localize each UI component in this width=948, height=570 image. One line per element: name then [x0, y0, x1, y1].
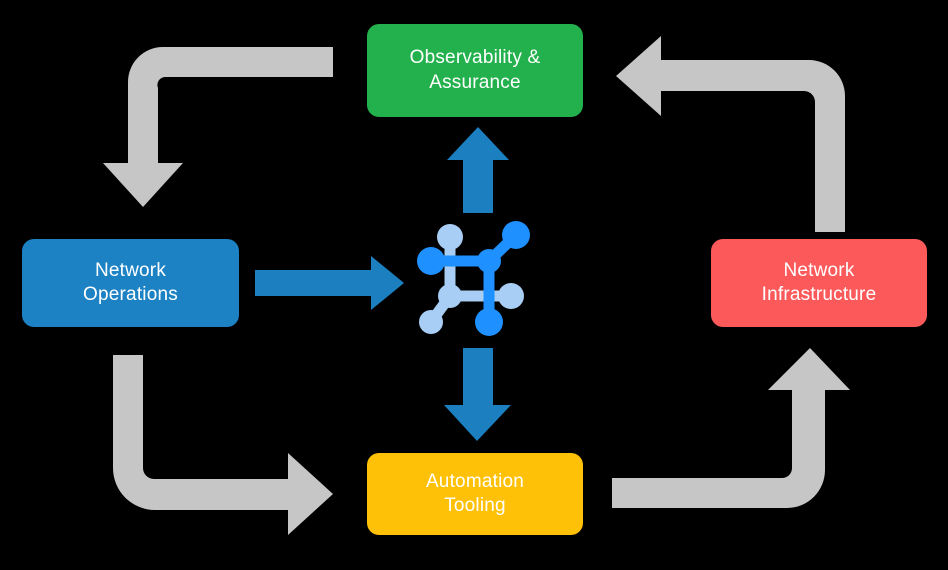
- arrow-operations-to-center: [255, 256, 404, 310]
- arrow-observability-to-operations: [103, 47, 333, 207]
- node-automation-tooling[interactable]: Automation Tooling: [367, 453, 583, 535]
- network-topology-icon: [417, 221, 530, 336]
- node-automation-tooling-label: Automation Tooling: [425, 470, 525, 516]
- arrow-center-to-observability: [447, 127, 509, 213]
- node-network-operations[interactable]: Network Operations: [22, 239, 239, 327]
- arrow-automation-to-infrastructure: [612, 348, 850, 508]
- arrow-center-to-automation: [444, 348, 511, 441]
- node-network-operations-label: Network Operations: [83, 259, 178, 305]
- topology-nodes-secondary: [419, 224, 524, 334]
- topology-nodes-primary: [417, 221, 530, 336]
- arrow-infrastructure-to-observability: [616, 36, 845, 232]
- node-network-infrastructure[interactable]: Network Infrastructure: [711, 239, 927, 327]
- arrow-operations-to-automation: [113, 355, 333, 535]
- node-observability-assurance[interactable]: Observability & Assurance: [367, 24, 583, 117]
- node-observability-assurance-label: Observability & Assurance: [409, 47, 541, 93]
- node-network-infrastructure-label: Network Infrastructure: [761, 259, 877, 305]
